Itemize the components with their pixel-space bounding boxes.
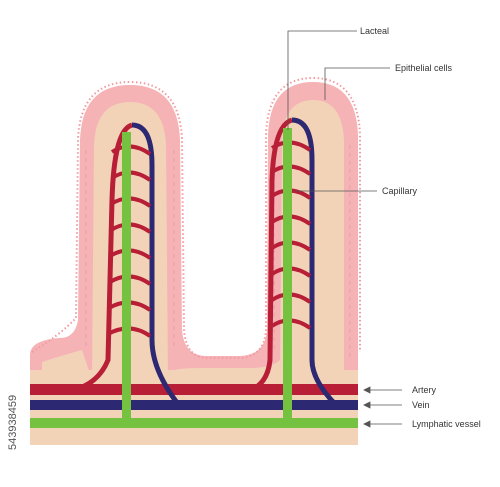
villus-2-lacteal: [283, 128, 292, 422]
capillary-label: Capillary: [382, 186, 418, 196]
artery-label: Artery: [412, 385, 437, 395]
epithelial-cells-label: Epithelial cells: [395, 63, 453, 73]
lymphatic-arrow-icon: [363, 420, 371, 428]
vein-label: Vein: [412, 400, 430, 410]
vein-arrow-icon: [363, 401, 371, 409]
villus-1-brush-border: [31, 76, 361, 359]
villus-2-arteriole: [253, 117, 294, 391]
vein-vessel: [30, 400, 358, 410]
epithelial-leader: [324, 67, 390, 100]
artery-arrow-icon: [363, 386, 371, 394]
villus-1-venule: [131, 122, 180, 406]
lacteal-label: Lacteal: [360, 26, 389, 36]
leader-lines: [287, 30, 390, 192]
villus-1-cell-lines: [85, 145, 351, 360]
lacteal-leader: [287, 30, 357, 130]
villus-1-lacteal: [122, 132, 131, 422]
villus-2-venule: [291, 117, 337, 406]
lymphatic-vessel: [30, 418, 358, 428]
base-epithelium-fill: [42, 350, 92, 380]
lymphatic-vessel-label: Lymphatic vessel: [412, 419, 481, 429]
valley-core: [168, 360, 280, 380]
arrows: [363, 386, 402, 428]
artery-vessel: [30, 384, 358, 395]
stock-id: 543938459: [7, 395, 19, 450]
